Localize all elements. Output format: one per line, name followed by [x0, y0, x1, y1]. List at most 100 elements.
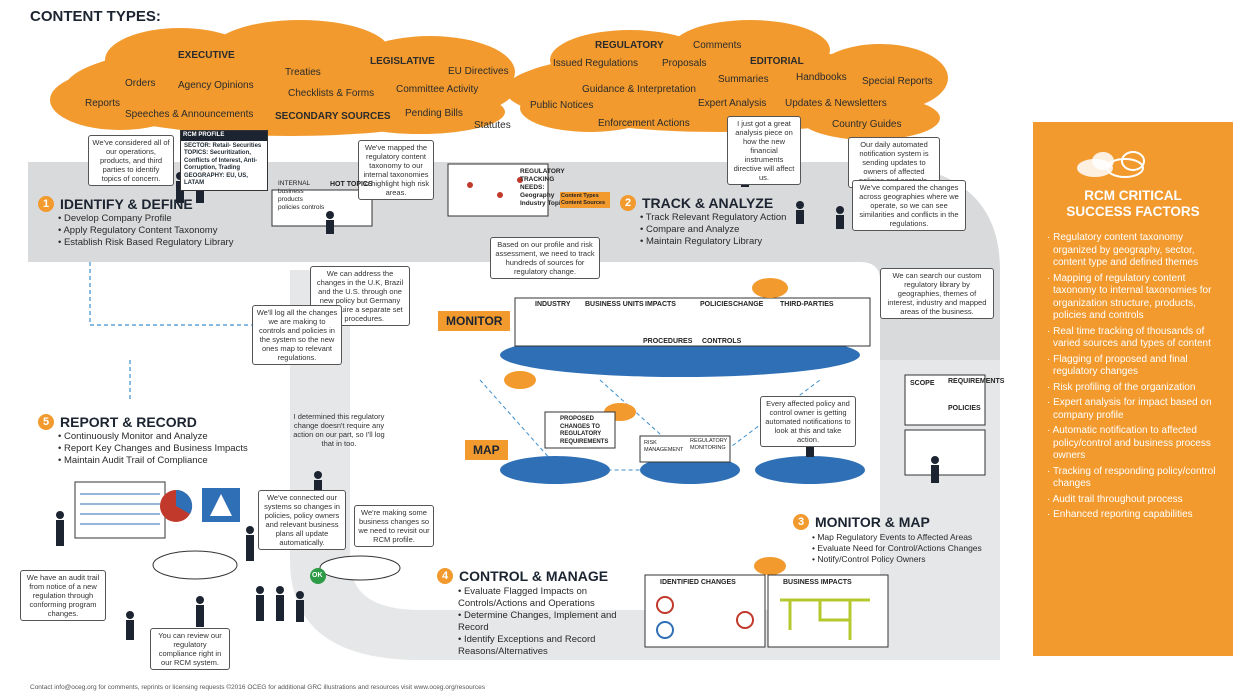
cloud-reports: Reports: [85, 98, 121, 109]
list-item: Audit trail throughout process: [1047, 494, 1225, 507]
content-cloud-right: [505, 20, 948, 140]
map-platform-2: [640, 456, 740, 484]
hot-topics-label: HOT TOPICS: [330, 181, 373, 188]
rcm-profile-box: RCM PROFILE SECTOR: Retail- Securities T…: [180, 130, 268, 191]
cloud-special: Special Reports: [862, 76, 933, 87]
step-number: 5: [38, 414, 54, 430]
success-factors-panel: RCM CRITICAL SUCCESS FACTORS Regulatory …: [1033, 122, 1233, 656]
rcm-profile-line: TOPICS: Securitization, Conflicts of Int…: [184, 150, 258, 171]
cloud-enforcement: Enforcement Actions: [598, 118, 690, 129]
procedures-label: PROCEDURES: [643, 338, 693, 345]
cloud-agency: Agency Opinions: [178, 80, 254, 91]
map-platform-3: [755, 456, 865, 484]
speech-bubble: Based on our profile and risk assessment…: [490, 237, 600, 279]
step-identify-define: 1 IDENTIFY & DEFINE: [38, 196, 193, 212]
list-item: Tracking of responding policy/control ch…: [1047, 466, 1225, 491]
step-number: 4: [437, 568, 453, 584]
speech-bubble: We're making some business changes so we…: [354, 505, 434, 547]
cloud-expert: Expert Analysis: [698, 98, 767, 109]
step-4-bullets: Evaluate Flagged Impacts on Controls/Act…: [458, 586, 638, 658]
bullet: Track Relevant Regulatory Action: [640, 212, 787, 224]
cloud-committee: Committee Activity: [396, 84, 479, 95]
bullet: Evaluate Flagged Impacts on Controls/Act…: [458, 586, 638, 610]
speech-bubble: You can review our regulatory compliance…: [150, 628, 230, 670]
panel-title-line: SUCCESS FACTORS: [1066, 204, 1200, 219]
policies-label: POLICIES: [948, 405, 981, 412]
bullet: Map Regulatory Events to Affected Areas: [812, 532, 982, 543]
cloud-summaries: Summaries: [718, 74, 769, 85]
step-title-text: CONTROL & MANAGE: [459, 568, 609, 584]
step-title-text: REPORT & RECORD: [60, 414, 197, 430]
requirements-label: REQUIREMENTS: [948, 378, 1005, 385]
step-monitor-map: 3 MONITOR & MAP: [793, 514, 930, 530]
cloud-editorial: EDITORIAL: [750, 56, 804, 67]
step-number: 2: [620, 195, 636, 211]
step-1-bullets: Develop Company Profile Apply Regulatory…: [58, 213, 233, 249]
internal-label: INTERNAL business products policies cont…: [278, 180, 325, 211]
speech-bubble: Every affected policy and control owner …: [760, 396, 856, 447]
cloud-comments: Comments: [693, 40, 742, 51]
bullet: Notify/Control Policy Owners: [812, 554, 982, 565]
ok-badge-circle: [310, 568, 326, 584]
list-item: Real time tracking of thousands of varie…: [1047, 326, 1225, 351]
list-item: Enhanced reporting capabilities: [1047, 509, 1225, 522]
monitor-col-impacts: IMPACTS: [645, 301, 676, 308]
speech-bubble: We've considered all of our operations, …: [88, 135, 174, 186]
cloud-speeches: Speeches & Announcements: [125, 109, 254, 120]
step-3-bullets: Map Regulatory Events to Affected Areas …: [812, 532, 982, 565]
speech-bubble: We'll log all the changes we are making …: [252, 305, 342, 365]
speech-bubble: We have an audit trail from notice of a …: [20, 570, 106, 621]
panel-title-line: RCM CRITICAL: [1084, 188, 1182, 203]
list-item: Automatic notification to affected polic…: [1047, 425, 1225, 463]
cloud-proposals: Proposals: [662, 58, 707, 69]
speech-bubble: I determined this regulatory change does…: [293, 412, 385, 448]
monitor-col-change: CHANGE: [733, 301, 764, 308]
success-factors-list: Regulatory content taxonomy organized by…: [1047, 232, 1225, 525]
ok-badge: OK: [312, 572, 323, 579]
bullet: Evaluate Need for Control/Actions Change…: [812, 543, 981, 554]
speech-bubble: I just got a great analysis piece on how…: [727, 116, 801, 185]
road-left: [290, 270, 1000, 660]
cloud-pending: Pending Bills: [405, 108, 463, 119]
bullet: Apply Regulatory Content Taxonomy: [58, 225, 233, 237]
bullet: Develop Company Profile: [58, 213, 233, 225]
step-title-text: IDENTIFY & DEFINE: [60, 196, 193, 212]
cloud-checklists: Checklists & Forms: [288, 88, 375, 99]
cloud-statutes: Statutes: [474, 120, 511, 131]
list-item: Mapping of regulatory content taxonomy t…: [1047, 273, 1225, 323]
panel-title: RCM CRITICAL SUCCESS FACTORS: [1033, 188, 1233, 220]
bullet: Continuously Monitor and Analyze: [58, 431, 248, 443]
list-item: Flagging of proposed and final regulator…: [1047, 354, 1225, 379]
rcm-profile-line: SECTOR: Retail- Securities: [184, 142, 262, 149]
monitor-col-industry: INDUSTRY: [535, 301, 571, 308]
step-track-analyze: 2 TRACK & ANALYZE: [620, 195, 773, 211]
identified-changes-label: IDENTIFIED CHANGES: [660, 579, 736, 586]
content-cloud-left: [50, 20, 515, 136]
rcm-profile-title: RCM PROFILE: [181, 131, 267, 141]
bullet: Maintain Audit Trail of Compliance: [58, 455, 248, 467]
proposed-changes-label: PROPOSED CHANGES TO REGULATORY REQUIREME…: [560, 416, 609, 445]
speech-bubble: We've compared the changes across geogra…: [852, 180, 966, 231]
cloud-public: Public Notices: [530, 100, 594, 111]
step-number: 1: [38, 196, 54, 212]
monitor-col-policies: POLICIES: [700, 301, 733, 308]
step-title-text: TRACK & ANALYZE: [642, 195, 774, 211]
content-type-label: Content Types Content Sources: [560, 192, 610, 208]
step-report-record: 5 REPORT & RECORD: [38, 414, 197, 430]
cloud-updates: Updates & Newsletters: [785, 98, 887, 109]
risk-management-label: RISK MANAGEMENT: [644, 440, 684, 453]
speech-bubble: We've mapped the regulatory content taxo…: [358, 140, 434, 200]
list-item: Risk profiling of the organization: [1047, 382, 1225, 395]
bullet: Establish Risk Based Regulatory Library: [58, 237, 234, 249]
monitor-col-third-parties: THIRD-PARTIES: [780, 301, 834, 308]
cloud-legislative: LEGISLATIVE: [370, 56, 435, 67]
monitor-col-business-units: BUSINESS UNITS: [585, 301, 644, 308]
bullet: Report Key Changes and Business Impacts: [58, 443, 248, 455]
controls-label: CONTROLS: [702, 338, 742, 345]
page-title: CONTENT TYPES:: [30, 8, 161, 25]
cloud-treaties: Treaties: [285, 67, 321, 78]
cloud-regulatory: REGULATORY: [595, 40, 664, 51]
rcm-profile-line: GEOGRAPHY: EU, US, LATAM: [184, 172, 248, 187]
step-control-manage: 4 CONTROL & MANAGE: [437, 568, 608, 584]
regulatory-monitoring-label: REGULATORY MONITORING: [690, 438, 728, 451]
